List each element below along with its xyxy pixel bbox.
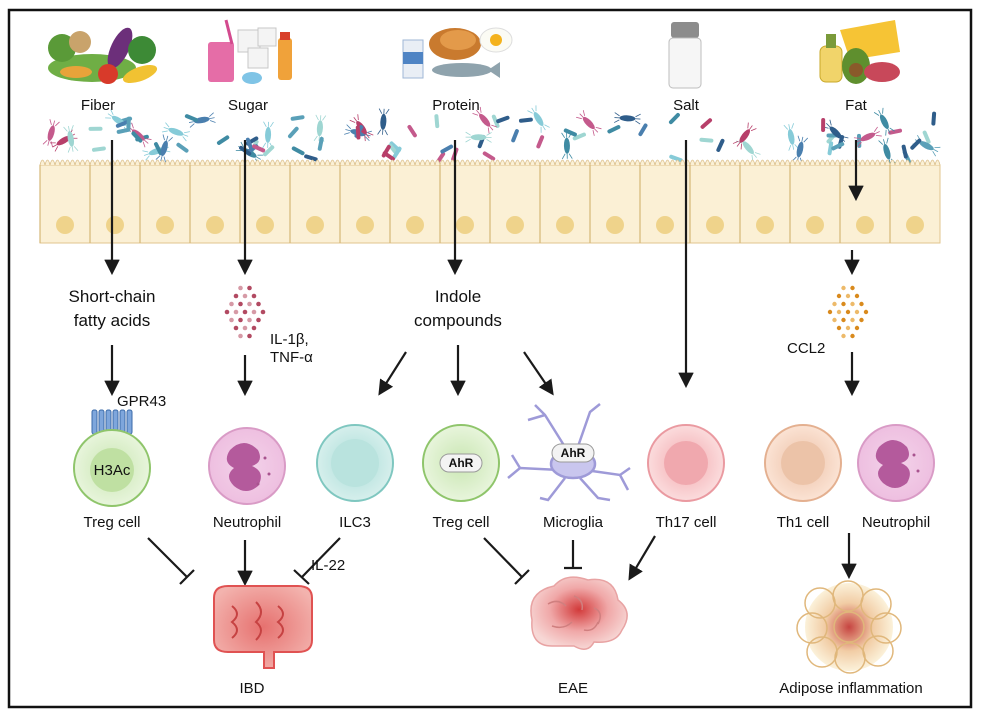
th17-label: Th17 cell (656, 514, 717, 531)
gpr43-receptor-icon (91, 409, 133, 435)
fat-icon (819, 20, 900, 84)
neutrophil-1 (208, 427, 286, 505)
ccl2-dots (827, 285, 869, 339)
gpr43-label: GPR43 (117, 393, 166, 410)
microglia-cell (507, 403, 631, 502)
neutrophil-1-label: Neutrophil (213, 514, 281, 531)
treg-cell-2 (422, 424, 500, 502)
treg-cell-1-label: Treg cell (84, 514, 141, 531)
neutrophil-2 (857, 424, 935, 502)
treg-inhibits-eae (483, 537, 523, 578)
gut-microbiota (42, 105, 941, 166)
scfa-label-line1: Short-chain (69, 287, 156, 306)
ibd-label: IBD (239, 680, 264, 697)
sugar-icon (208, 19, 292, 84)
neutrophil-2-label: Neutrophil (862, 514, 930, 531)
pathway-arrows (104, 140, 864, 587)
th17-cell (647, 424, 725, 502)
th17-to-eae-arrow (628, 535, 656, 581)
il22-label: IL-22 (311, 557, 345, 574)
indole-to-ilc3-arrow (378, 351, 407, 396)
intestinal-epithelium (39, 159, 941, 244)
salt-icon (668, 22, 702, 89)
protein-label: Protein (432, 97, 480, 114)
cytokine-label-line1: IL-1β, (270, 331, 309, 348)
treg-inhibits-ibd (147, 537, 188, 578)
adipose-label: Adipose inflammation (779, 680, 922, 697)
sugar-label: Sugar (228, 97, 268, 114)
fiber-label: Fiber (81, 97, 115, 114)
salt-label: Salt (673, 97, 700, 114)
fat-label: Fat (845, 97, 868, 114)
ilc3-inhibits-ibd (301, 537, 341, 578)
treg-cell-1 (73, 429, 151, 507)
th1-cell (764, 424, 842, 502)
indole-label-line2: compounds (414, 311, 502, 330)
cytokine-dots (224, 285, 266, 339)
eae-label: EAE (558, 680, 588, 697)
ilc3-cell (316, 424, 394, 502)
protein-icon (402, 27, 513, 79)
brain-icon (530, 576, 628, 650)
cytokine-label-line2: TNF-α (270, 349, 313, 366)
adipose-tissue-icon (796, 580, 902, 674)
intestine-icon (213, 585, 313, 669)
ilc3-label: ILC3 (339, 514, 371, 531)
h3ac-label: H3Ac (94, 462, 131, 479)
th1-label: Th1 cell (777, 514, 830, 531)
indole-to-microglia-arrow (523, 351, 554, 396)
ahr-microglia-label: AhR (561, 446, 586, 460)
treg-cell-2-label: Treg cell (433, 514, 490, 531)
microglia-label: Microglia (543, 514, 604, 531)
scfa-label-line2: fatty acids (74, 311, 151, 330)
ahr-microglia-badge (551, 443, 595, 463)
ahr-treg-label: AhR (449, 456, 474, 470)
ccl2-label: CCL2 (787, 340, 825, 357)
indole-label-line1: Indole (435, 287, 481, 306)
fiber-icon (48, 27, 158, 84)
